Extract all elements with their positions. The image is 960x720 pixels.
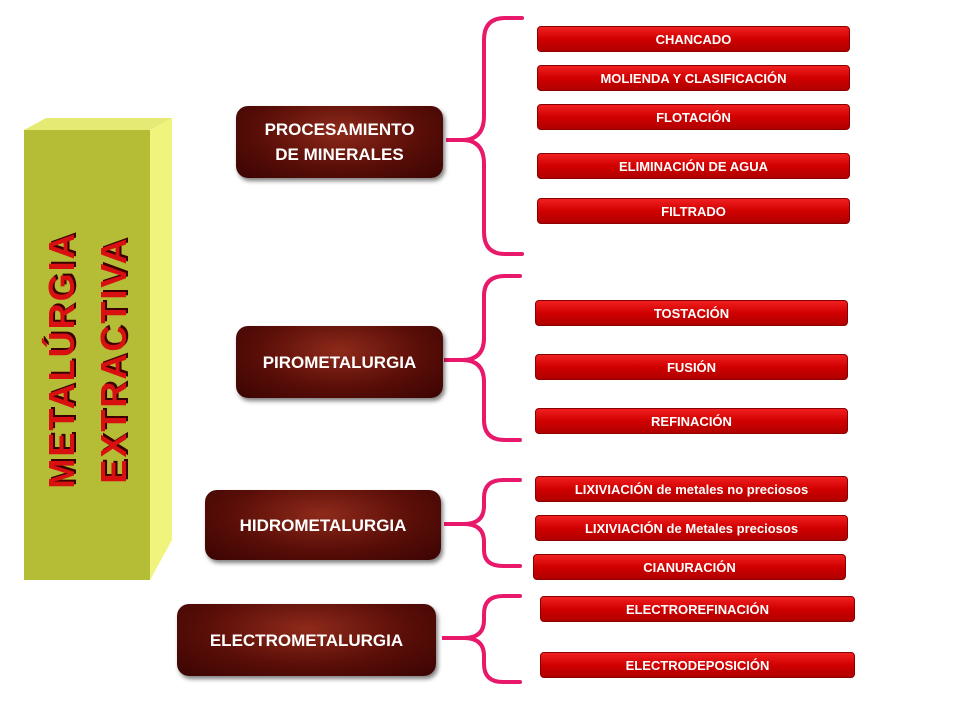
item-refinacion: REFINACIÓN (535, 408, 848, 434)
item-chancado: CHANCADO (537, 26, 850, 52)
category-pirometalurgia: PIROMETALURGIA (236, 326, 443, 398)
item-eliminacion-de-agua: ELIMINACIÓN DE AGUA (537, 153, 850, 179)
pillar-front-face (24, 130, 150, 580)
item-cianuracion: CIANURACIÓN (533, 554, 846, 580)
item-flotacion: FLOTACIÓN (537, 104, 850, 130)
pillar-side-face (150, 118, 172, 580)
pillar-title-line1-front: METALÚRGIA (40, 231, 82, 488)
pillar-title-line1: METALÚRGIA (42, 229, 84, 486)
item-tostacion: TOSTACIÓN (535, 300, 848, 326)
category-procesamiento-de-minerales: PROCESAMIENTO DE MINERALES (236, 106, 443, 178)
item-filtrado: FILTRADO (537, 198, 850, 224)
category-electrometalurgia: ELECTROMETALURGIA (177, 604, 436, 676)
item-lixiviacion-preciosos: LIXIVIACIÓN de Metales preciosos (535, 515, 848, 541)
pillar-top-face (24, 118, 172, 130)
pillar-title-line2: EXTRACTIVA (95, 234, 136, 481)
pillar-title: METALÚRGIA METALÚRGIA EXTRACTIVA EXTRACT… (40, 229, 136, 488)
item-electrodeposicion: ELECTRODEPOSICIÓN (540, 652, 855, 678)
category-hidrometalurgia: HIDROMETALURGIA (205, 490, 441, 560)
item-electrorefinacion: ELECTROREFINACIÓN (540, 596, 855, 622)
pillar-title-line2-front: EXTRACTIVA (93, 236, 134, 483)
item-molienda-y-clasificacion: MOLIENDA Y CLASIFICACIÓN (537, 65, 850, 91)
item-lixiviacion-no-preciosos: LIXIVIACIÓN de metales no preciosos (535, 476, 848, 502)
item-fusion: FUSIÓN (535, 354, 848, 380)
